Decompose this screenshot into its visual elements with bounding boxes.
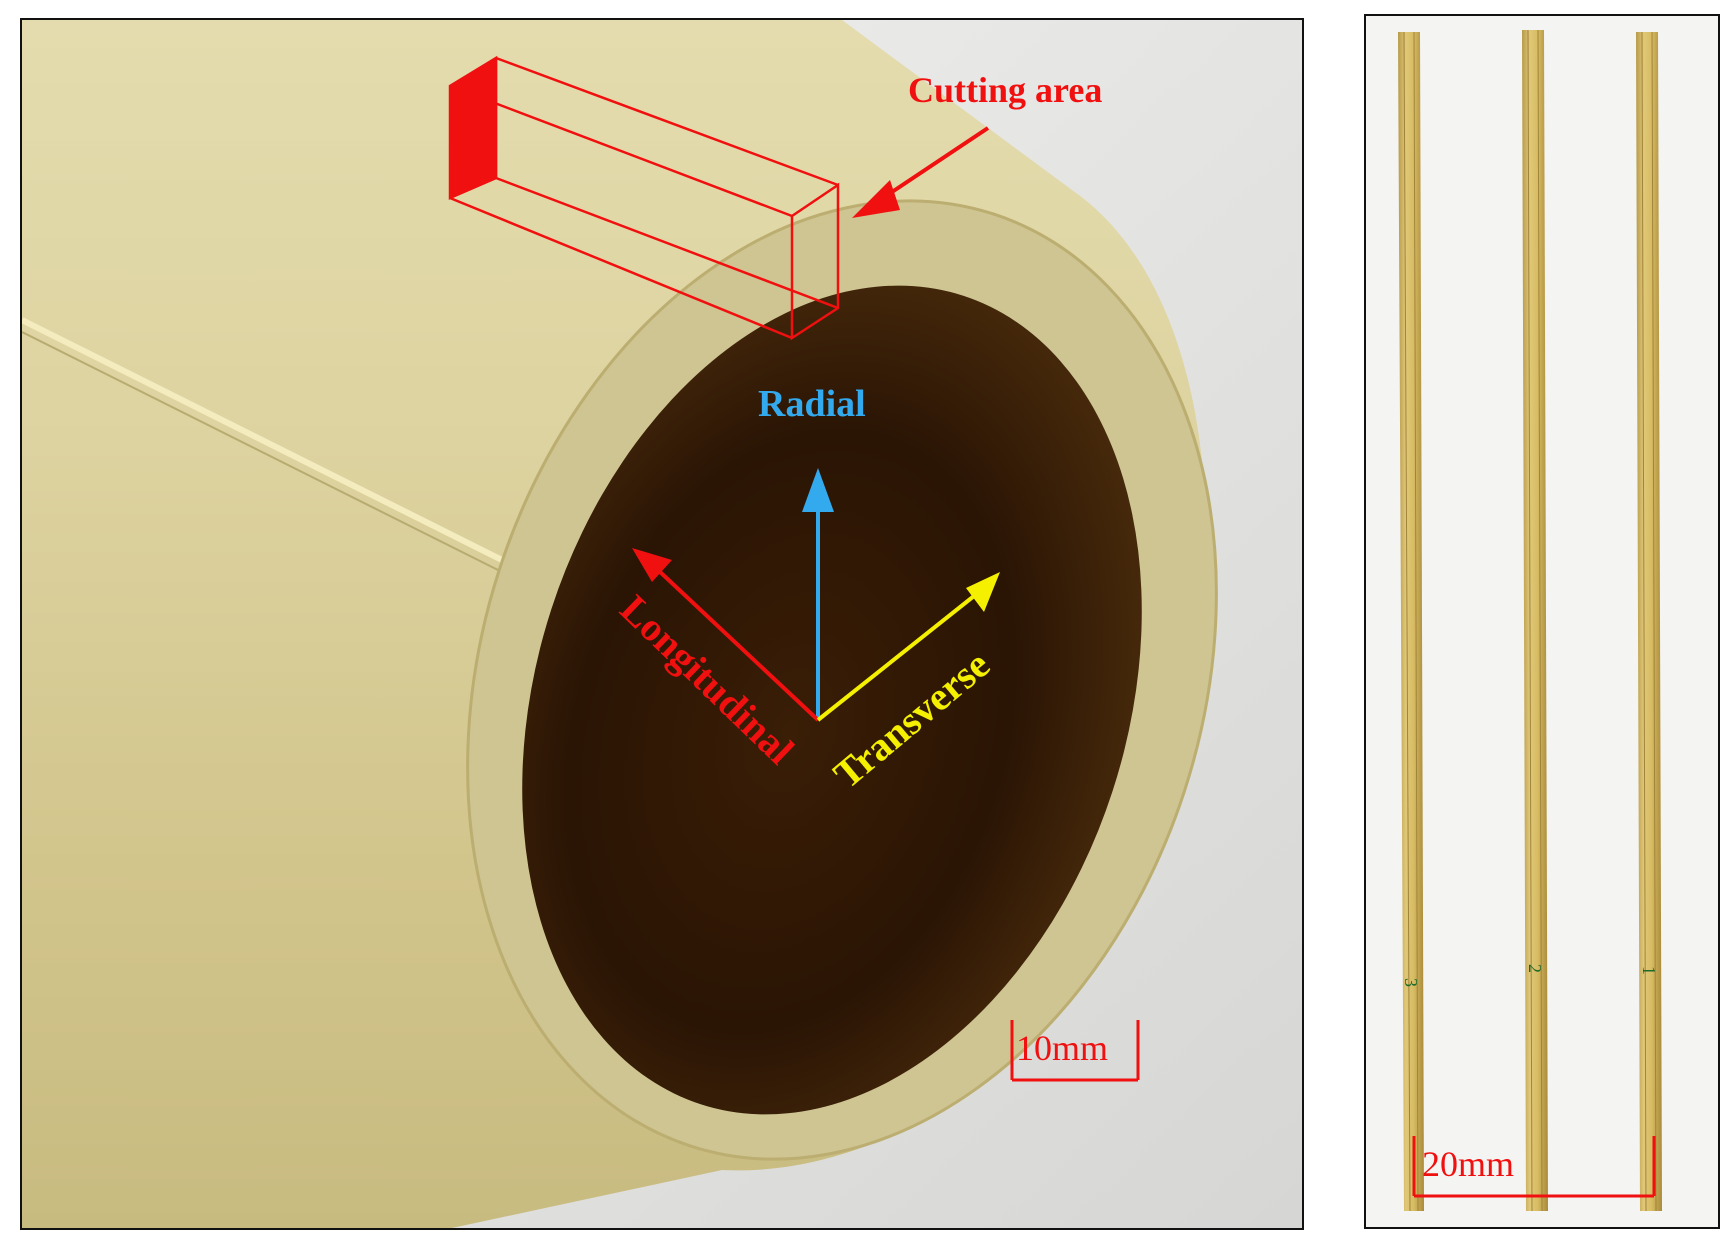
strip-3: 3 (1398, 31, 1424, 1212)
bamboo-tube-photo: Cutting area Radial Longitudinal Transve… (20, 18, 1304, 1230)
radial-arrow-head (802, 468, 834, 512)
bamboo-strips-photo: 3 2 1 20mm (1364, 14, 1720, 1229)
transverse-arrow-shaft (816, 594, 976, 722)
cutting-area-label: Cutting area (908, 70, 1102, 110)
cutting-arrow-shaft (878, 126, 990, 202)
tube-hole (522, 285, 1142, 1115)
transverse-arrow-head (966, 572, 1000, 612)
scale-bar-20mm (1412, 1136, 1656, 1198)
strip-mark-2: 2 (1525, 964, 1545, 973)
cutting-arrow-head (852, 180, 900, 218)
longitudinal-arrow-head (632, 548, 672, 582)
scale-label-10mm: 10mm (1016, 1028, 1108, 1068)
cutting-area-box (448, 55, 840, 341)
bamboo-strips-illustration: 3 2 1 20mm (1398, 29, 1662, 1212)
radial-label: Radial (758, 383, 866, 425)
longitudinal-arrow-shaft (656, 568, 820, 722)
strip-mark-1: 1 (1639, 966, 1659, 975)
tube-seam (22, 317, 524, 573)
bamboo-tube-illustration: Cutting area Radial Longitudinal Transve… (22, 20, 1302, 1228)
strip-mark-3: 3 (1401, 978, 1421, 987)
scale-label-20mm: 20mm (1422, 1144, 1514, 1184)
strip-2: 2 (1522, 29, 1548, 1212)
scale-bar-10mm (1010, 1020, 1140, 1082)
tube-seam-shadow (22, 331, 523, 583)
strip-1: 1 (1636, 31, 1662, 1212)
